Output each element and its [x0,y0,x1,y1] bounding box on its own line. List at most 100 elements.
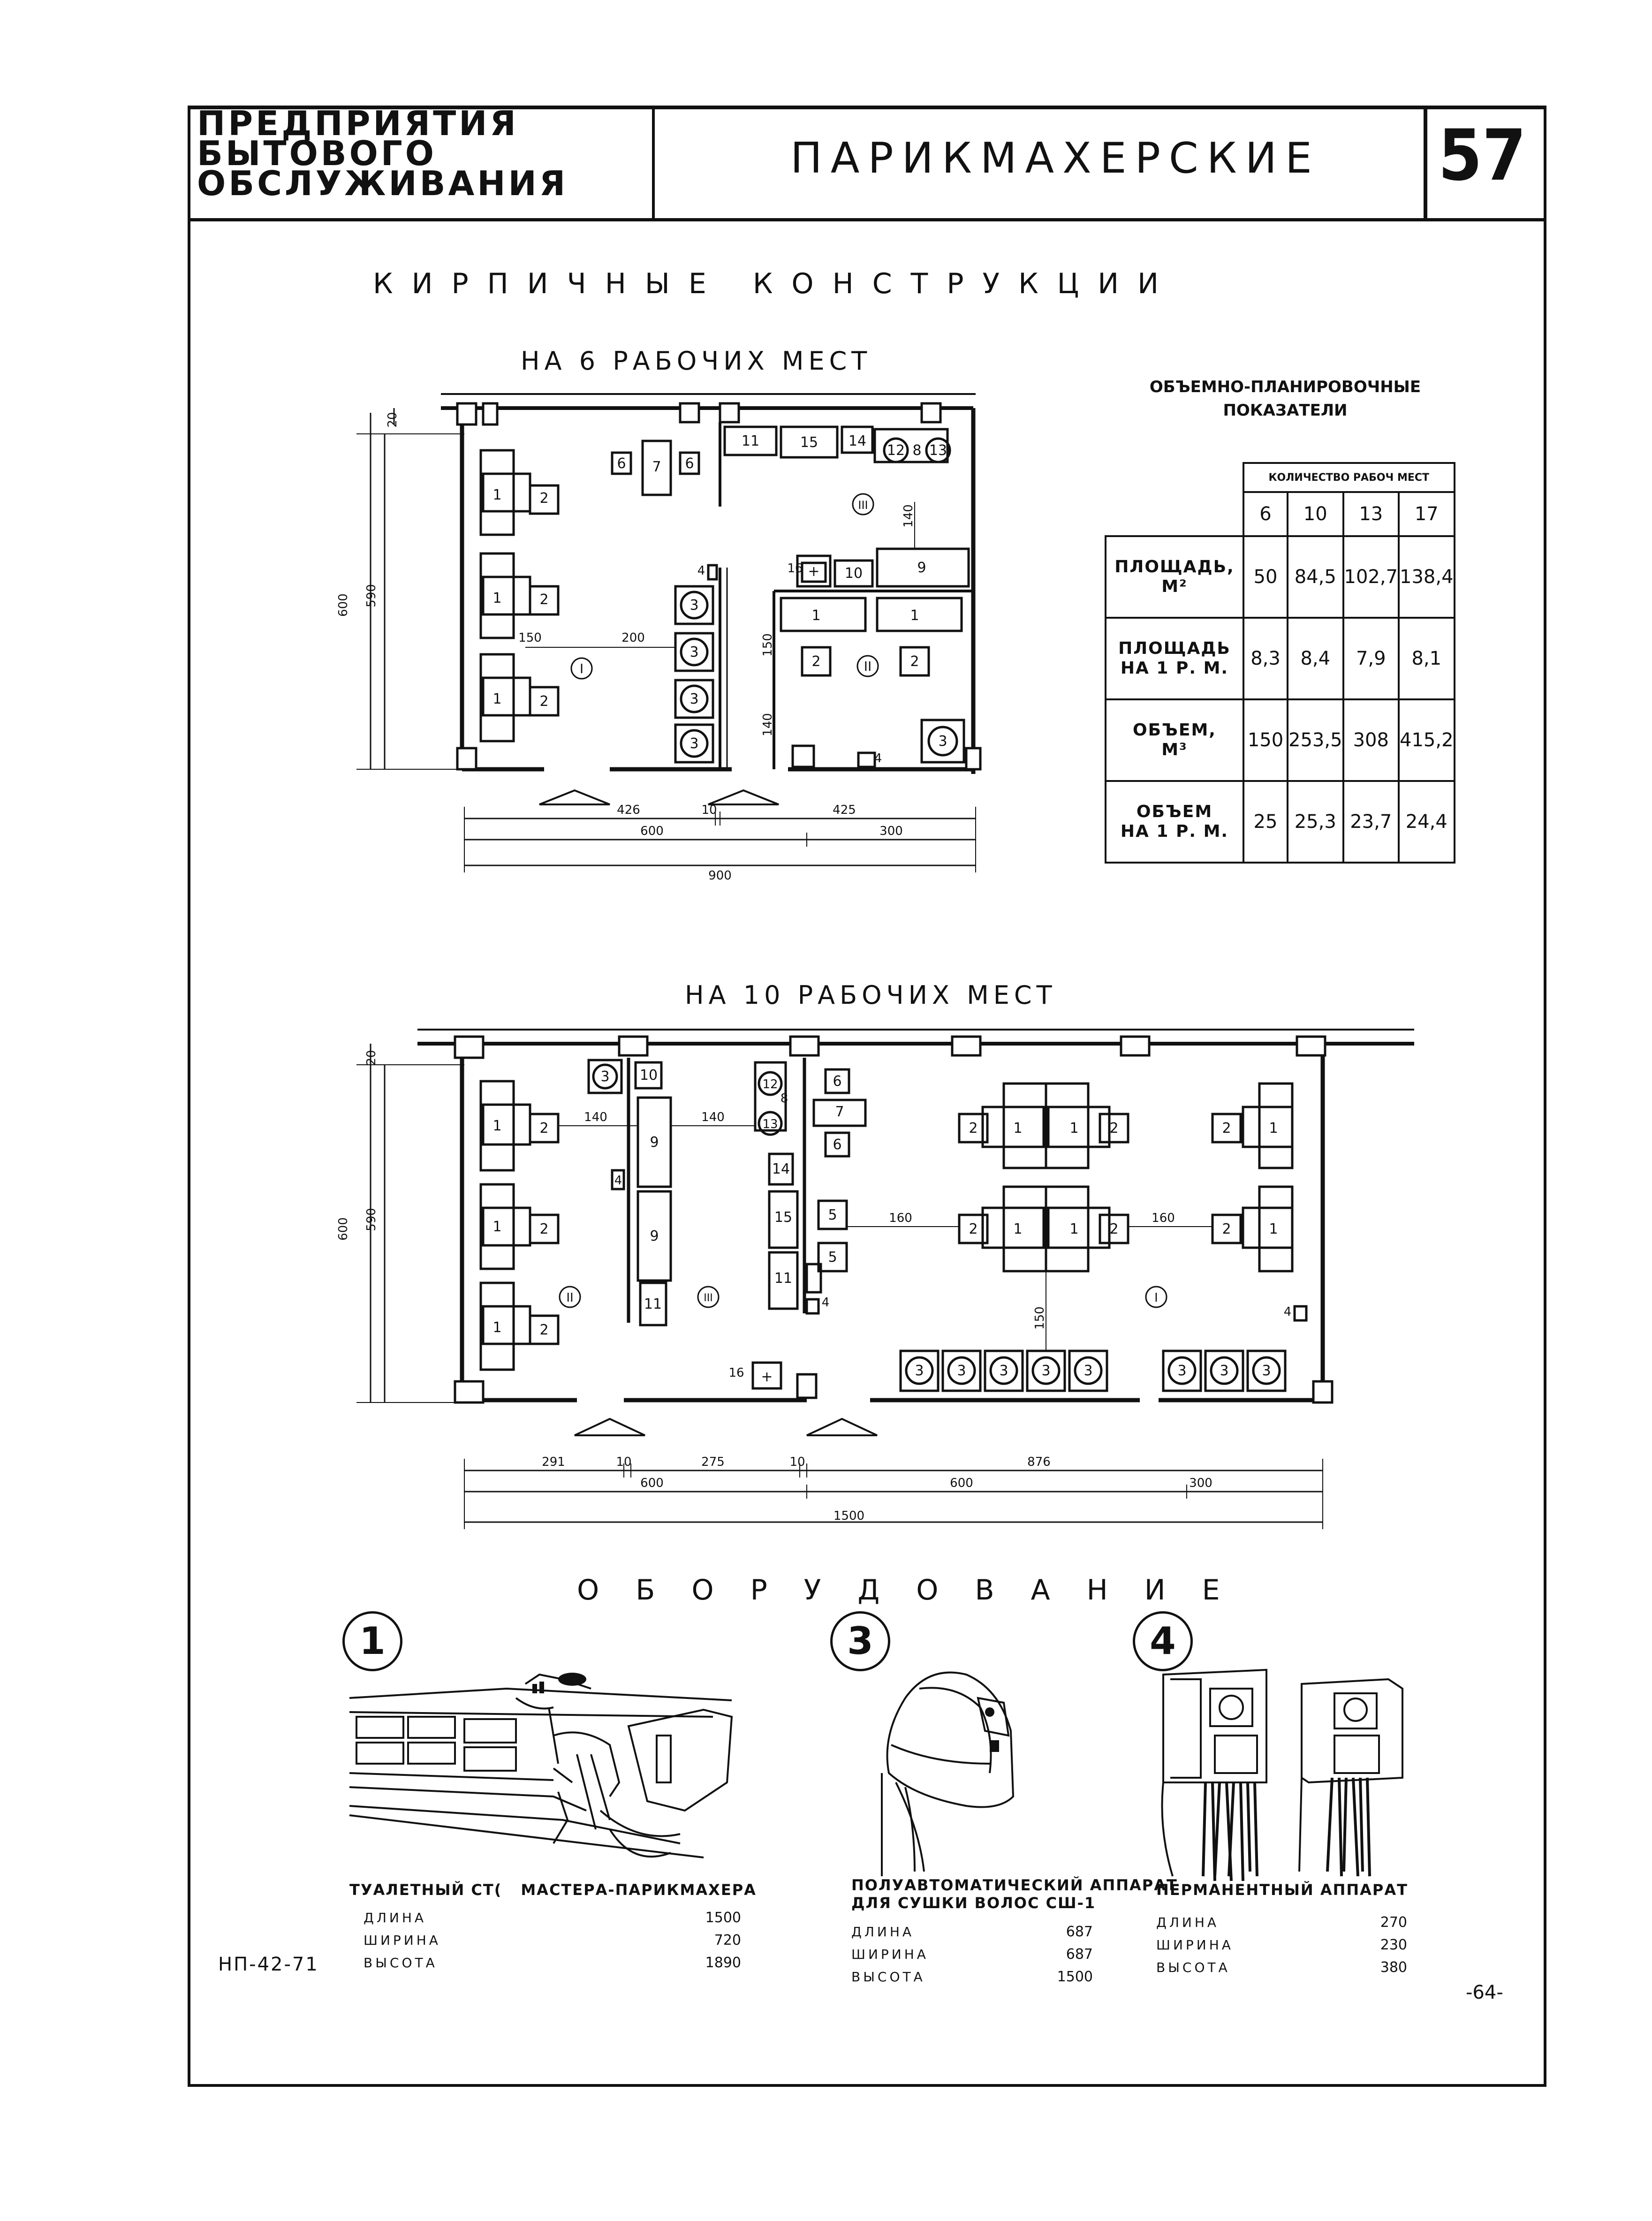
svg-text:3: 3 [1262,1363,1271,1379]
svg-text:+: + [761,1369,773,1385]
table-cell: 84,5 [1287,535,1344,619]
svg-text:4: 4 [822,1296,830,1310]
svg-text:3: 3 [1084,1363,1092,1379]
svg-text:2: 2 [1222,1120,1231,1137]
svg-text:1: 1 [1269,1120,1278,1137]
svg-text:3: 3 [690,691,698,707]
table-cell: 8,1 [1398,617,1455,700]
svg-text:2: 2 [969,1120,978,1137]
svg-text:12: 12 [762,1077,778,1092]
svg-text:3: 3 [999,1363,1008,1379]
svg-text:2: 2 [1109,1120,1118,1137]
series-line-2: БЫТОВОГО [197,134,437,173]
svg-text:15: 15 [800,434,818,451]
dim-label: 140 [761,713,775,736]
svg-text:11: 11 [774,1270,792,1287]
dim-label: 600 [640,1476,664,1490]
equipment-4-number: 4 [1133,1611,1193,1671]
svg-text:1: 1 [811,607,820,624]
dim-label: 590 [364,584,379,607]
dim-label: 426 [617,803,640,817]
table-cell: 23,7 [1342,780,1400,864]
sheet-header: ПРЕДПРИЯТИЯ БЫТОВОГО ОБСЛУЖИВАНИЯ ПАРИКМ… [188,106,1546,221]
sheet-number: 57 [1438,115,1526,197]
svg-text:10: 10 [640,1067,658,1084]
svg-text:+: + [808,563,819,580]
svg-text:3: 3 [690,735,698,752]
svg-text:7: 7 [652,459,661,475]
svg-text:4: 4 [874,751,882,766]
dim-label: 900 [708,869,732,883]
table-cell: 138,4 [1398,535,1455,619]
dim-label: 140 [701,1110,725,1124]
svg-text:4: 4 [697,564,705,578]
table-cell: 8,3 [1243,617,1288,700]
svg-text:11: 11 [644,1296,662,1312]
equipment-title: ОБОРУДОВАНИЕ [577,1574,1257,1607]
svg-text:5: 5 [828,1207,837,1223]
equipment-4-spec-labels: ДЛИНА ШИРИНА ВЫСОТА [1156,1915,1234,1975]
svg-text:1: 1 [1269,1221,1278,1237]
svg-text:6: 6 [833,1137,841,1153]
svg-text:2: 2 [1222,1221,1231,1237]
svg-text:III: III [704,1292,712,1304]
svg-text:2: 2 [811,653,820,670]
svg-text:I: I [580,661,584,676]
svg-text:2: 2 [539,490,548,507]
svg-text:6: 6 [617,455,626,472]
svg-text:5: 5 [828,1249,837,1266]
svg-text:6: 6 [685,455,694,472]
equipment-4-caption: ПЕРМАНЕНТНЫЙ АППАРАТ [1156,1881,1408,1899]
svg-text:2: 2 [910,653,919,670]
svg-text:1: 1 [1013,1221,1022,1237]
svg-text:14: 14 [772,1161,790,1177]
series-line-1: ПРЕДПРИЯТИЯ [197,104,519,143]
svg-text:III: III [858,499,868,512]
dim-label: 291 [542,1455,565,1469]
dim-label: 300 [879,824,903,838]
indicators-table: КОЛИЧЕСТВО РАБОЧ МЕСТ 6 10 13 17 ПЛОЩАДЬ… [1105,462,1455,864]
svg-text:3: 3 [957,1363,966,1379]
equipment-4-spec-values: 270 230 380 [1380,1914,1407,1976]
table-cell: 150 [1243,698,1288,782]
dim-label: 600 [950,1476,973,1490]
header-divider [652,106,655,218]
dim-label: 160 [1152,1211,1175,1225]
svg-text:15: 15 [774,1209,792,1226]
equipment-1-spec-labels: ДЛИНА ШИРИНА ВЫСОТА [364,1910,441,1971]
svg-text:1: 1 [493,590,501,606]
svg-text:10: 10 [845,565,863,582]
svg-text:9: 9 [917,560,926,576]
series-title: ПРЕДПРИЯТИЯ БЫТОВОГО ОБСЛУЖИВАНИЯ [197,104,657,214]
indicators-title: ОБЪЕМНО-ПЛАНИРОВОЧНЫЕ ПОКАЗАТЕЛИ [1093,375,1478,422]
svg-text:1: 1 [1069,1120,1078,1137]
svg-text:3: 3 [938,733,947,750]
svg-text:1: 1 [493,1319,501,1336]
svg-text:1: 1 [493,691,501,707]
dim-label: 160 [889,1211,912,1225]
svg-text:8: 8 [781,1092,788,1106]
section-title: КИРПИЧНЫЕ КОНСТРУКЦИИ [373,267,1178,300]
table-cell: 25 [1243,780,1288,864]
row-label: ПЛОЩАДЬ,М² [1105,535,1244,619]
svg-text:1: 1 [493,1118,501,1134]
table-cell: 102,7 [1342,535,1400,619]
dim-label: 275 [701,1455,725,1469]
dim-label: 140 [584,1110,607,1124]
page-title: ПАРИКМАХЕРСКИЕ [790,134,1320,183]
page-number: -64- [1466,1982,1503,2003]
table-row: ОБЪЕМ,М³ 150 253,5 308 415,2 [1105,698,1455,782]
column-header: 13 [1342,491,1400,537]
svg-text:3: 3 [1177,1363,1186,1379]
dim-label: 10 [701,803,717,817]
svg-text:1: 1 [1069,1221,1078,1237]
table-cell: 24,4 [1398,780,1455,864]
svg-text:16: 16 [728,1366,744,1380]
svg-text:8: 8 [912,442,921,459]
dim-label: 1500 [834,1509,864,1523]
